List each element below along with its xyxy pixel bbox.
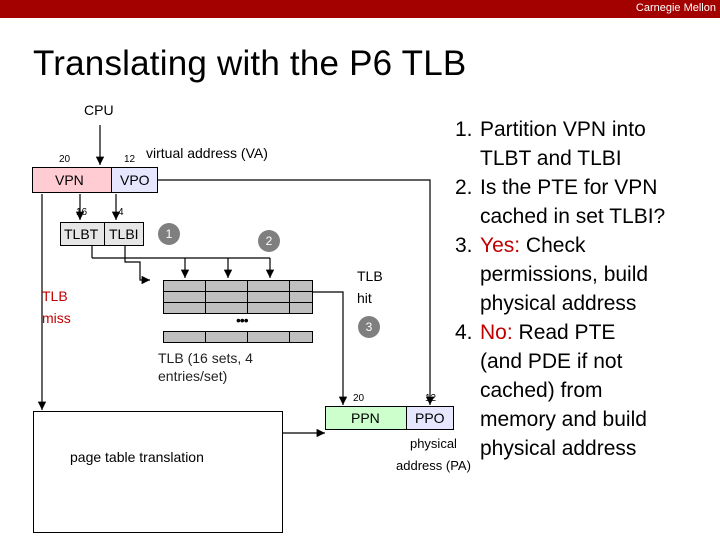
vpn-bits-label: 20: [59, 154, 71, 165]
tlb-entry: [163, 331, 206, 343]
cpu-box: CPU: [80, 97, 120, 125]
step-text: cached in set TLBI?: [480, 205, 666, 228]
tlb-entry: [289, 331, 313, 343]
tlbi-field: TLBI: [104, 222, 144, 246]
step-text: cached) from: [480, 379, 603, 402]
step-text: TLBT and TLBI: [480, 147, 622, 170]
vpo-field: VPO: [111, 167, 158, 193]
vpo-label: VPO: [120, 172, 150, 188]
steps-list: 1. Partition VPN into TLBT and TLBI 2. I…: [455, 115, 717, 463]
step-text: Is the PTE for VPN: [480, 176, 658, 199]
tlb-entry: [205, 331, 248, 343]
step-keyword: Yes:: [480, 234, 521, 257]
step-item: 4. No: Read PTE: [455, 318, 717, 347]
pa-label: physical address (PA): [396, 436, 471, 473]
step-text: memory and build: [480, 408, 647, 431]
tlbi-label: TLBI: [109, 226, 139, 242]
tlb-entry: [247, 302, 290, 314]
cpu-label: CPU: [84, 102, 114, 118]
step-text-highlighted: Yes: Check: [480, 234, 586, 257]
step-keyword: No:: [480, 321, 513, 344]
tlb-entry: [247, 331, 290, 343]
step-text: Partition VPN into: [480, 118, 646, 141]
step-text: physical address: [480, 437, 637, 460]
tlb-entry: [163, 302, 206, 314]
tlb-lower-set: [163, 331, 313, 343]
vpn-label: VPN: [55, 172, 84, 188]
step-number: 2.: [455, 176, 473, 199]
tlbt-bits-label: 16: [76, 207, 88, 218]
vpo-to-ppo-arrow: [158, 179, 435, 405]
tlbt-label: TLBT: [64, 226, 99, 242]
step-text: physical address: [480, 292, 637, 315]
va-label: virtual address (VA): [146, 145, 268, 161]
ppo-label: PPO: [415, 410, 445, 426]
brand-label: Carnegie Mellon: [635, 2, 716, 14]
step-1-marker: 1: [158, 223, 180, 245]
ppn-field: PPN: [325, 406, 407, 430]
step-number: 1.: [455, 118, 473, 141]
tlb-hit-label: TLB hit: [357, 268, 383, 306]
tlbi-select-arrow: [124, 246, 150, 285]
step-text-highlighted: No: Read PTE: [480, 321, 616, 344]
tlb-entry: [289, 302, 313, 314]
vpn-field: VPN: [32, 167, 112, 193]
tlbt-field: TLBT: [60, 222, 105, 246]
step-3-marker: 3: [358, 316, 380, 338]
ppo-field: PPO: [406, 406, 454, 430]
tlb-hit-arrow: [312, 291, 348, 405]
header-bar: Carnegie Mellon: [0, 0, 720, 18]
step-number: 3.: [455, 234, 473, 257]
tlb-caption: TLB (16 sets, 4 entries/set): [158, 350, 253, 384]
step-number: 4.: [455, 321, 473, 344]
step-item: 2. Is the PTE for VPN: [455, 173, 717, 202]
ppo-bits-label: 12: [425, 393, 437, 404]
page-table-box: page table translation: [33, 411, 283, 533]
tlb-upper-sets: [163, 280, 313, 326]
step-text: permissions, build: [480, 263, 649, 286]
tlbi-bits-label: 4: [118, 207, 124, 218]
page-table-label: page table translation: [70, 449, 204, 465]
ppn-label: PPN: [351, 410, 380, 426]
tlb-ellipsis: •••: [236, 312, 249, 328]
vpo-bits-label: 12: [124, 154, 136, 165]
tlb-miss-label: TLB miss: [42, 288, 71, 326]
step-2-marker: 2: [258, 230, 280, 252]
step-item: 1. Partition VPN into: [455, 115, 717, 144]
ppn-bits-label: 20: [353, 393, 365, 404]
slide-title: Translating with the P6 TLB: [33, 44, 467, 83]
step-item: 3. Yes: Check: [455, 231, 717, 260]
step-text: (and PDE if not: [480, 350, 623, 373]
